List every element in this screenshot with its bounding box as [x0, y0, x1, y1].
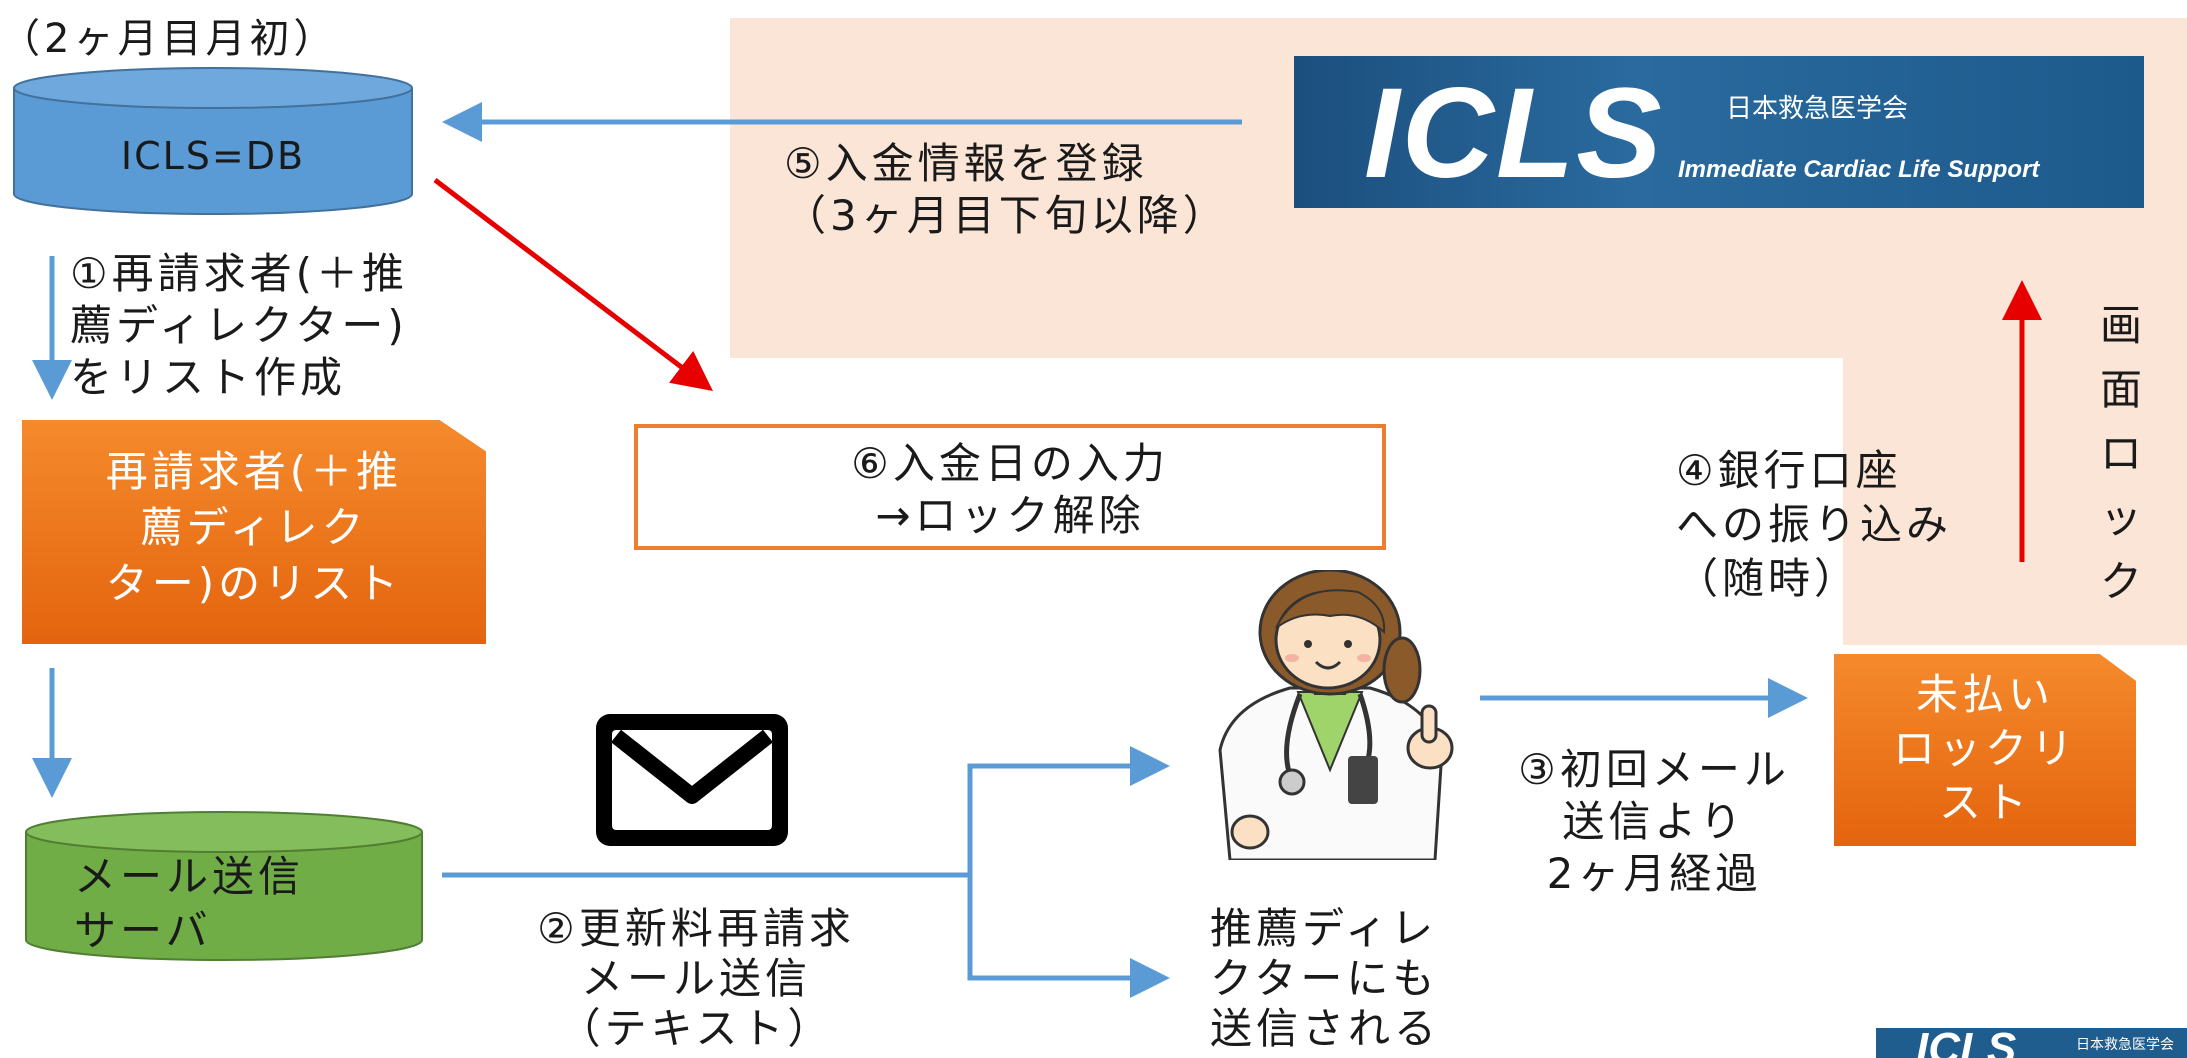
step6-text: ⑥入金日の入力 →ロック解除: [851, 439, 1169, 540]
logo-sub-text: Immediate Cardiac Life Support: [1678, 156, 2040, 183]
step3-text: ③初回メール 送信より 2ヶ月経過: [1518, 745, 1790, 898]
step5-text: ⑤入金情報を登録 （3ヶ月目下旬以降）: [784, 139, 1229, 240]
unpaid-lock-list-label: 未払い ロックリ スト: [1892, 670, 2077, 827]
step2-text: ②更新料再請求 メール送信 （テキスト）: [537, 904, 855, 1053]
logo-small-org-text: 日本救急医学会: [2076, 1037, 2174, 1053]
screen-lock-text: 画 面 ロ ッ ク: [2100, 301, 2143, 606]
step4-text: ④銀行口座 への振り込み （随時）: [1676, 446, 1953, 603]
reclaim-list-document: 再請求者(＋推 薦ディレク ター)のリスト: [22, 420, 486, 644]
arrow-db-to-unlock: [433, 178, 713, 392]
reclaim-list-label: 再請求者(＋推 薦ディレク ター)のリスト: [105, 447, 403, 608]
timing-label: （2ヶ月目月初）: [0, 16, 338, 62]
director-illustration: [1180, 568, 1480, 862]
database-label: ICLS=DB: [120, 134, 306, 178]
director-caption: 推薦ディレ クターにも 送信される: [1210, 904, 1441, 1053]
arrow-fork: [967, 746, 1170, 875]
logo-org-text: 日本救急医学会: [1726, 94, 1909, 124]
mail-envelope-icon: [572, 700, 812, 860]
icls-logo: ICLS 日本救急医学会 Immediate Cardiac Life Supp…: [1294, 56, 2144, 208]
mail-server: メール送信 サーバ: [24, 810, 424, 962]
icls-logo-small: ICLS 日本救急医学会: [1876, 1028, 2187, 1058]
server-cylinder-icon: [25, 811, 423, 961]
unpaid-lock-list-document: 未払い ロックリ スト: [1834, 654, 2136, 846]
logo-small-main-text: ICLS: [1916, 1028, 2017, 1058]
mail-server-label: メール送信 サーバ: [74, 852, 305, 955]
logo-main-text: ICLS: [1364, 62, 1664, 205]
registration-panel-side: [1843, 340, 2187, 645]
icls-database: ICLS=DB: [12, 66, 414, 216]
unlock-box: ⑥入金日の入力 →ロック解除: [634, 424, 1386, 550]
step1-text: ①再請求者(＋推 薦ディレクター) をリスト作成: [70, 249, 409, 402]
database-cylinder-icon: [13, 67, 413, 215]
arrow-fork-lower: [967, 875, 1170, 998]
